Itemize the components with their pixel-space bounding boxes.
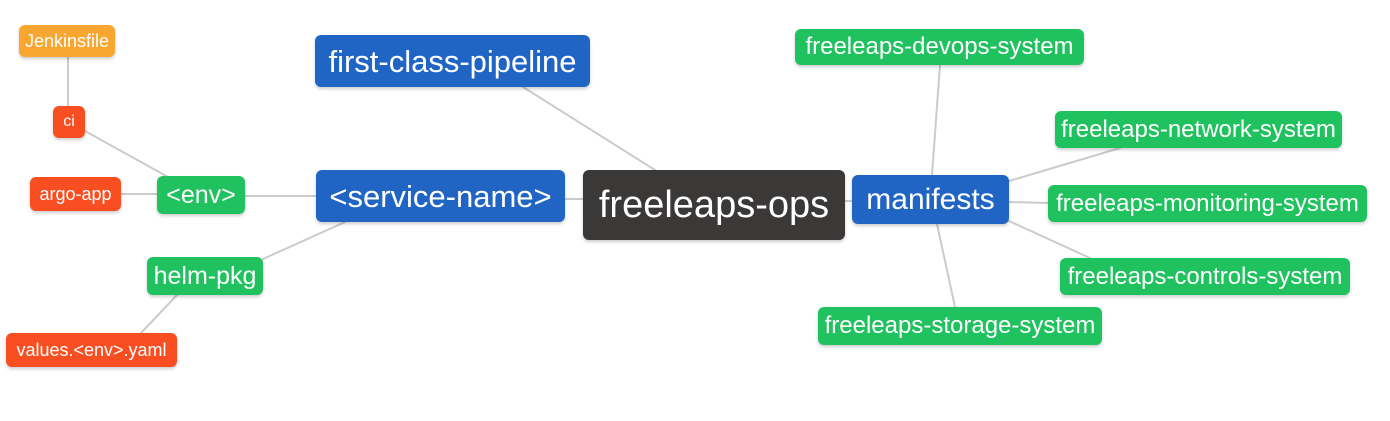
node-monitoring-system[interactable]: freeleaps-monitoring-system: [1048, 185, 1367, 222]
edge-first-class-pipeline-to-freeleaps-ops: [522, 86, 656, 171]
node-first-class-pipeline[interactable]: first-class-pipeline: [315, 35, 590, 87]
edge-manifests-to-controls-system: [1008, 220, 1091, 259]
node-argo-app[interactable]: argo-app: [30, 177, 121, 211]
node-helm-pkg[interactable]: helm-pkg: [147, 257, 263, 295]
edge-ci-to-env: [84, 130, 169, 178]
node-freeleaps-ops[interactable]: freeleaps-ops: [583, 170, 845, 240]
node-network-system[interactable]: freeleaps-network-system: [1055, 111, 1342, 148]
edge-helm-pkg-to-values-env-yaml: [140, 294, 178, 334]
node-storage-system[interactable]: freeleaps-storage-system: [818, 307, 1102, 345]
node-service-name[interactable]: <service-name>: [316, 170, 565, 222]
node-env[interactable]: <env>: [157, 176, 245, 214]
edge-service-name-to-helm-pkg: [262, 221, 346, 260]
node-devops-system[interactable]: freeleaps-devops-system: [795, 29, 1084, 65]
edge-manifests-to-devops-system: [931, 64, 941, 176]
edge-manifests-to-monitoring-system: [1008, 201, 1049, 204]
node-values-env-yaml[interactable]: values.<env>.yaml: [6, 333, 177, 367]
node-manifests[interactable]: manifests: [852, 175, 1009, 224]
edge-manifests-to-storage-system: [936, 223, 956, 308]
node-controls-system[interactable]: freeleaps-controls-system: [1060, 258, 1350, 295]
node-ci[interactable]: ci: [53, 106, 85, 138]
node-jenkinsfile[interactable]: Jenkinsfile: [19, 25, 115, 57]
edge-manifests-to-network-system: [1008, 147, 1121, 182]
